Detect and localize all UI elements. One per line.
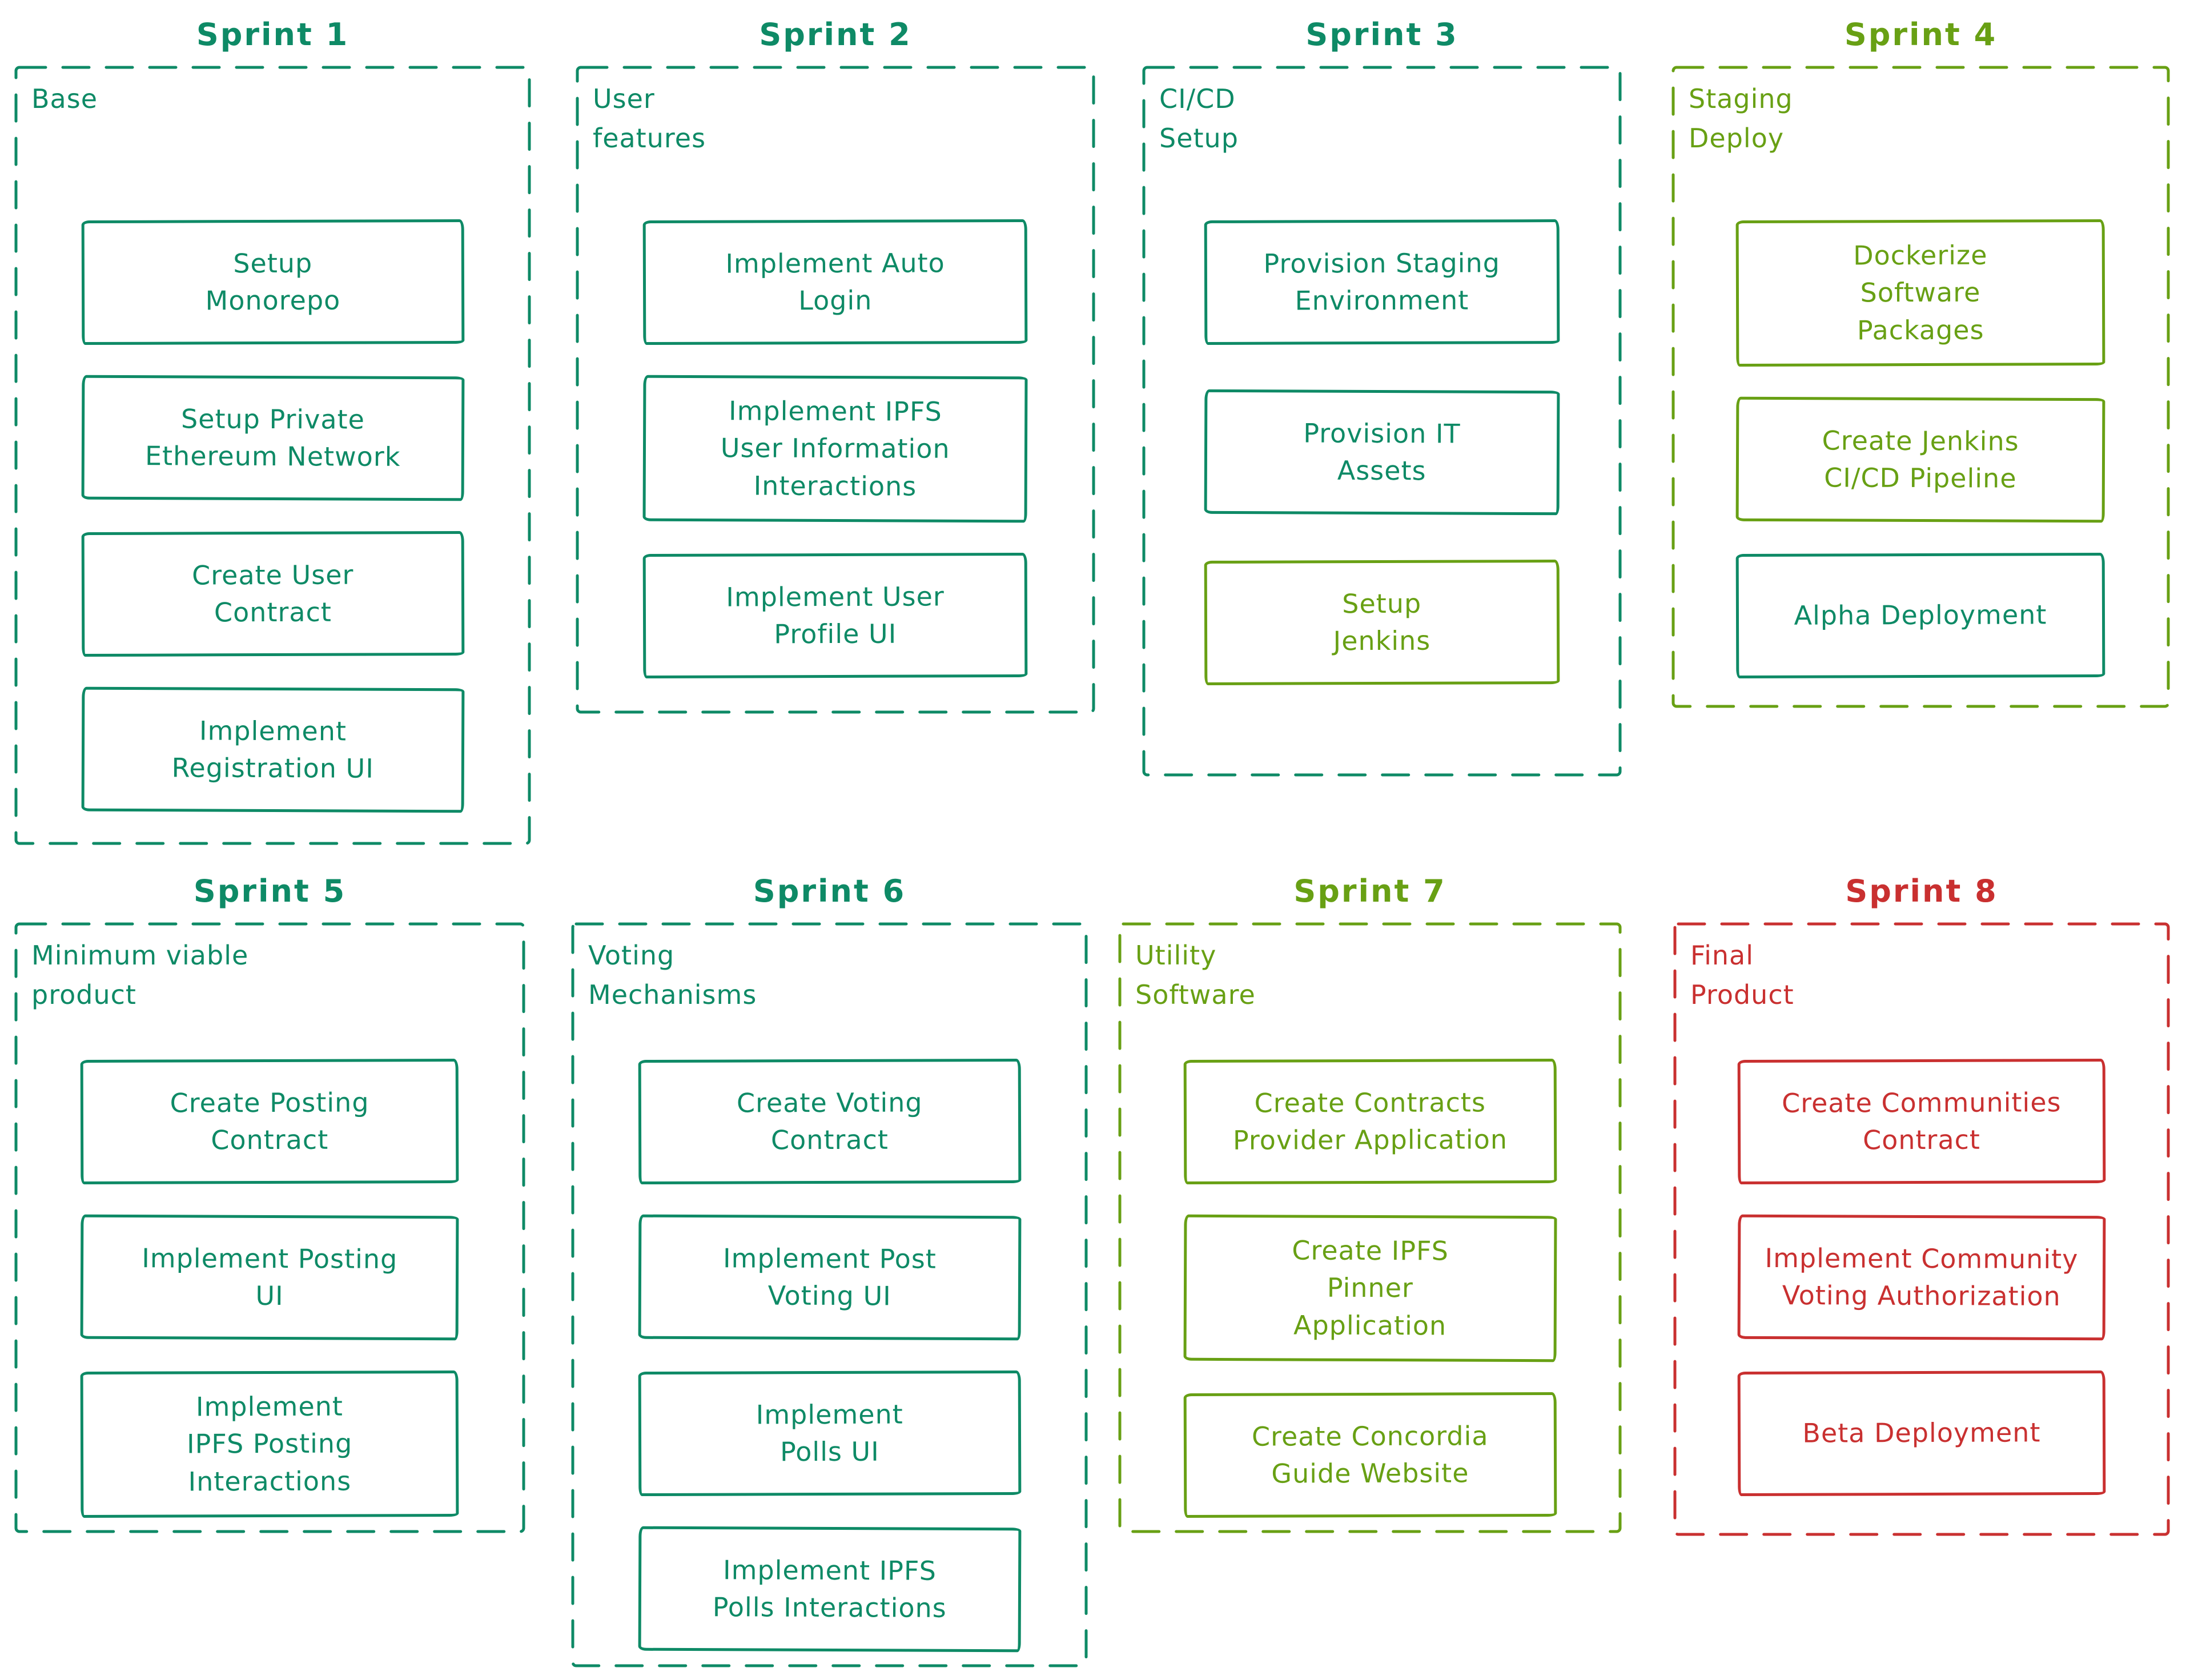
sprint-group-7: Sprint 7 Utility Software Create Contrac… bbox=[1118, 859, 1622, 1533]
task-card: Implement User Profile UI bbox=[642, 552, 1028, 678]
task-card: Create Posting Contract bbox=[81, 1058, 459, 1185]
sprint-1-label: Base bbox=[31, 83, 98, 114]
task-card: Implement IPFS User Information Interact… bbox=[642, 375, 1028, 523]
task-card: Implement Post Voting UI bbox=[638, 1214, 1021, 1341]
sprint-8-container: Final Product Create Communities Contrac… bbox=[1673, 922, 2170, 1536]
task-card: Provision IT Assets bbox=[1204, 389, 1560, 516]
task-card: Alpha Deployment bbox=[1736, 552, 2105, 678]
task-card: Create Communities Contract bbox=[1737, 1058, 2106, 1185]
sprint-8-title: Sprint 8 bbox=[1845, 873, 1998, 909]
sprint-8-label: Final Product bbox=[1690, 940, 1794, 1010]
dashed-border-icon bbox=[1671, 66, 2170, 708]
sprint-2-container: User features Implement Auto Login Imple… bbox=[576, 66, 1095, 714]
sprint-3-title: Sprint 3 bbox=[1305, 16, 1458, 53]
task-card: Implement Community Voting Authorization bbox=[1737, 1214, 2106, 1341]
task-card: Create Concordia Guide Website bbox=[1183, 1392, 1557, 1518]
task-card: Provision Staging Environment bbox=[1204, 219, 1560, 345]
task-card: Implement IPFS Posting Interactions bbox=[80, 1370, 460, 1518]
sprint-1-title: Sprint 1 bbox=[196, 16, 349, 53]
task-card: Implement Registration UI bbox=[81, 686, 464, 813]
task-list: Provision Staging Environment Provision … bbox=[1142, 66, 1622, 685]
task-card: Create Jenkins CI/CD Pipeline bbox=[1736, 396, 2105, 523]
task-card: Setup Monorepo bbox=[81, 219, 464, 345]
dashed-border-icon bbox=[1118, 922, 1622, 1533]
sprint-group-4: Sprint 4 Staging Deploy Dockerize Softwa… bbox=[1671, 3, 2170, 708]
task-list: Create Contracts Provider Application Cr… bbox=[1118, 922, 1622, 1518]
task-list: Create Communities Contract Implement Co… bbox=[1673, 922, 2170, 1497]
sprint-5-label: Minimum viable product bbox=[31, 940, 249, 1010]
task-list: Setup Monorepo Setup Private Ethereum Ne… bbox=[14, 66, 531, 813]
task-card: Implement IPFS Polls Interactions bbox=[638, 1526, 1021, 1653]
sprint-5-container: Minimum viable product Create Posting Co… bbox=[14, 922, 525, 1533]
sprint-5-title: Sprint 5 bbox=[193, 873, 347, 909]
sprint-6-label: Voting Mechanisms bbox=[588, 940, 757, 1010]
dashed-border-icon bbox=[14, 66, 531, 845]
dashed-border-icon bbox=[571, 922, 1088, 1667]
task-card: Dockerize Software Packages bbox=[1736, 219, 2105, 367]
task-card: Setup Private Ethereum Network bbox=[81, 375, 464, 501]
task-card: Create Voting Contract bbox=[638, 1058, 1021, 1185]
sprint-group-5: Sprint 5 Minimum viable product Create P… bbox=[14, 859, 525, 1533]
sprint-7-container: Utility Software Create Contracts Provid… bbox=[1118, 922, 1622, 1533]
task-list: Implement Auto Login Implement IPFS User… bbox=[576, 66, 1095, 678]
dashed-border-icon bbox=[576, 66, 1095, 714]
sprint-7-title: Sprint 7 bbox=[1293, 873, 1446, 909]
sprint-group-8: Sprint 8 Final Product Create Communitie… bbox=[1673, 859, 2170, 1536]
sprint-group-6: Sprint 6 Voting Mechanisms Create Voting… bbox=[571, 859, 1088, 1667]
sprint-2-title: Sprint 2 bbox=[759, 16, 912, 53]
task-card: Create Contracts Provider Application bbox=[1183, 1058, 1557, 1185]
task-list: Create Voting Contract Implement Post Vo… bbox=[571, 922, 1088, 1653]
task-list: Create Posting Contract Implement Postin… bbox=[14, 922, 525, 1518]
dashed-border-icon bbox=[14, 922, 525, 1533]
sprint-1-container: Base Setup Monorepo Setup Private Ethere… bbox=[14, 66, 531, 845]
sprint-3-container: CI/CD Setup Provision Staging Environmen… bbox=[1142, 66, 1622, 777]
task-list: Dockerize Software Packages Create Jenki… bbox=[1671, 66, 2170, 678]
sprint-2-label: User features bbox=[593, 83, 706, 154]
sprint-group-2: Sprint 2 User features Implement Auto Lo… bbox=[576, 3, 1095, 714]
sprint-group-3: Sprint 3 CI/CD Setup Provision Staging E… bbox=[1142, 3, 1622, 777]
task-card: Implement Polls UI bbox=[638, 1370, 1021, 1497]
sprint-6-container: Voting Mechanisms Create Voting Contract… bbox=[571, 922, 1088, 1667]
sprint-4-title: Sprint 4 bbox=[1844, 16, 1998, 53]
dashed-border-icon bbox=[1673, 922, 2170, 1536]
sprint-4-label: Staging Deploy bbox=[1689, 83, 1793, 154]
dashed-border-icon bbox=[1142, 66, 1622, 777]
sprint-group-1: Sprint 1 Base Setup Monorepo Setup Priva… bbox=[14, 3, 531, 845]
sprint-4-container: Staging Deploy Dockerize Software Packag… bbox=[1671, 66, 2170, 708]
task-card: Beta Deployment bbox=[1737, 1370, 2106, 1497]
sprint-7-label: Utility Software bbox=[1135, 940, 1256, 1010]
task-card: Create User Contract bbox=[81, 530, 464, 657]
task-card: Create IPFS Pinner Application bbox=[1183, 1214, 1557, 1363]
task-card: Implement Auto Login bbox=[642, 219, 1028, 345]
task-card: Setup Jenkins bbox=[1204, 560, 1560, 685]
task-card: Implement Posting UI bbox=[80, 1214, 460, 1341]
sprint-3-label: CI/CD Setup bbox=[1159, 83, 1239, 154]
sprint-6-title: Sprint 6 bbox=[753, 873, 906, 909]
